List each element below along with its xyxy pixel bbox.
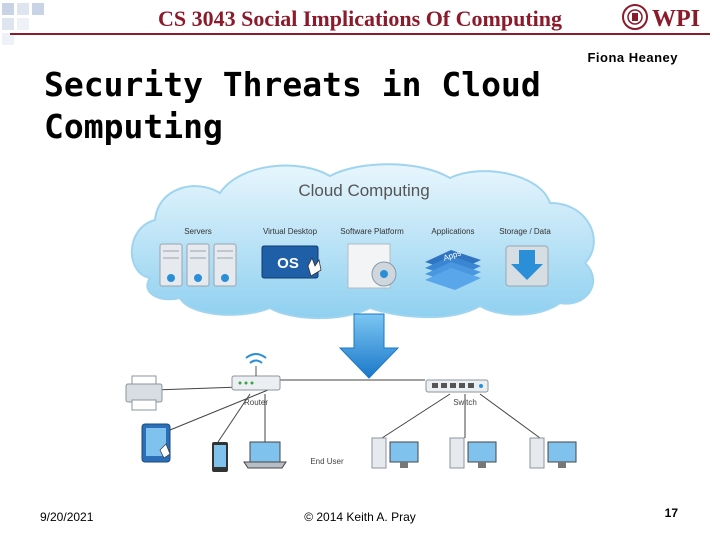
desktop-workstation-icon <box>529 437 577 469</box>
svg-text:OS: OS <box>277 255 299 272</box>
desktop-workstation-icon <box>371 437 419 469</box>
desktop-workstation-icon <box>449 437 497 469</box>
slide-title-line-2: Computing <box>44 107 223 146</box>
server-icon <box>159 243 237 287</box>
storage-icon <box>505 245 549 287</box>
author-name: Fiona Heaney <box>587 50 678 65</box>
software-platform-label: Software Platform <box>340 227 404 236</box>
footer-date: 9/20/2021 <box>40 510 94 524</box>
storage-data-label: Storage / Data <box>499 227 551 236</box>
router-label: Router <box>244 398 268 407</box>
virtual-desktop-label: Virtual Desktop <box>263 227 318 236</box>
header-divider <box>10 33 710 35</box>
applications-label: Applications <box>431 227 474 236</box>
phone-icon <box>212 442 228 472</box>
router-icon <box>231 353 281 391</box>
slide-title: Security Threats in Cloud Computing <box>44 64 584 148</box>
svg-text:WPI: WPI <box>652 6 700 32</box>
wpi-logo: WPI <box>622 4 700 32</box>
footer-copyright: © 2014 Keith A. Pray <box>304 510 416 524</box>
course-title: CS 3043 Social Implications Of Computing <box>158 6 562 31</box>
laptop-icon <box>243 441 287 469</box>
switch-label: Switch <box>453 398 477 407</box>
switch-icon <box>425 379 489 393</box>
down-arrow-icon <box>338 313 400 379</box>
cloud-shape <box>130 163 595 320</box>
end-user-label: End User <box>310 457 344 466</box>
tablet-icon <box>141 423 171 463</box>
virtual-desktop-icon: OS <box>261 245 322 279</box>
slide-title-line-1: Security Threats in Cloud <box>44 65 541 104</box>
software-platform-icon <box>347 243 397 289</box>
cloud-computing-diagram: Cloud Computing Servers Virtual Desktop … <box>125 163 595 472</box>
printer-icon <box>125 375 163 411</box>
cloud-label: Cloud Computing <box>298 181 429 200</box>
applications-icon: Apps <box>425 249 481 290</box>
servers-label: Servers <box>184 227 212 236</box>
page-number: 17 <box>664 506 678 520</box>
corner-decoration <box>2 3 44 45</box>
